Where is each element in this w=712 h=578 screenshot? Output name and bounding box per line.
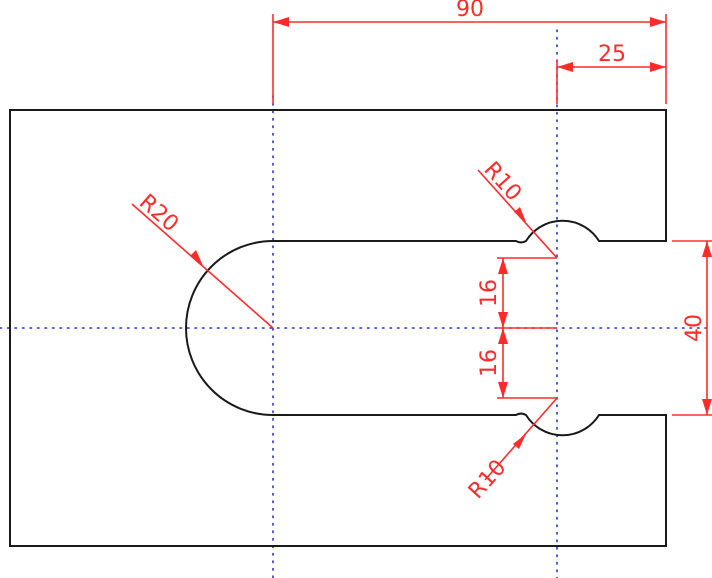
part-outline: [9, 109, 667, 547]
label-16-upper: 16: [477, 279, 502, 307]
label-r10-bottom: R10: [464, 455, 512, 504]
label-40: 40: [682, 314, 707, 342]
label-r10-top: R10: [479, 157, 527, 206]
arrow-90-left: [273, 17, 289, 27]
arrow-16-mid-down: [498, 328, 508, 344]
label-r20: R20: [134, 190, 183, 237]
arrowheads: [190, 17, 712, 449]
arrow-r10-top: [514, 207, 526, 222]
arrow-16-top: [498, 258, 508, 274]
arrow-r10-bottom: [513, 434, 526, 449]
arrow-25-right: [650, 62, 666, 72]
arrow-25-left: [557, 62, 573, 72]
dimension-labels: 90 25 R20 R10 R10 16 16 40: [134, 0, 707, 504]
label-25: 25: [598, 42, 626, 67]
arrow-r20: [190, 250, 204, 268]
arrow-40-top: [702, 241, 712, 257]
arrow-40-bottom: [702, 399, 712, 415]
center-lines: [0, 29, 712, 578]
label-16-lower: 16: [477, 349, 502, 377]
arrow-90-right: [650, 17, 666, 27]
arrow-16-mid-up: [498, 312, 508, 328]
dimensions: [131, 14, 712, 481]
label-90: 90: [456, 0, 484, 22]
arrow-16-bottom: [498, 382, 508, 398]
